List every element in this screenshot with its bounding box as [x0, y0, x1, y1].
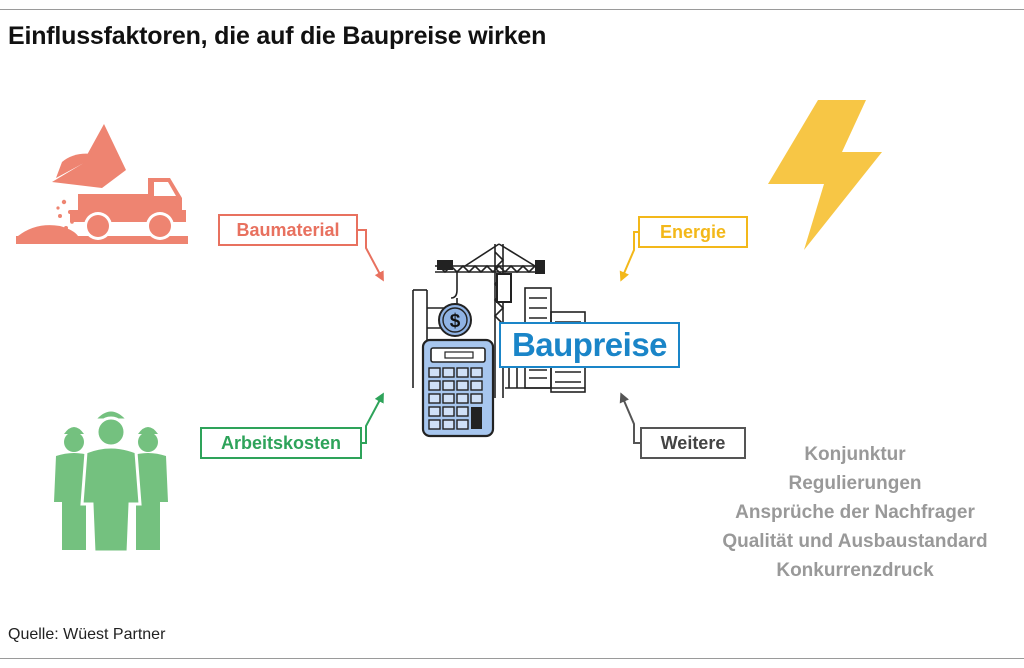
workers-icon	[54, 408, 168, 554]
diagram-title: Einflussfaktoren, die auf die Baupreise …	[8, 22, 547, 50]
dollar-symbol: $	[450, 311, 461, 332]
other-factor-item: Konjunktur	[804, 444, 906, 465]
lightning-bolt-icon	[768, 100, 882, 250]
factor-weitere-label: Weitere	[640, 427, 746, 459]
other-factors-list: Konjunktur Regulierungen Ansprüche der N…	[700, 440, 1010, 585]
factor-baumaterial-label: Baumaterial	[218, 214, 358, 246]
other-factor-item: Qualität und Ausbaustandard	[722, 531, 988, 552]
source-note: Quelle: Wüest Partner	[8, 626, 166, 643]
dump-truck-icon	[16, 124, 188, 244]
dollar-coin-symbol: $	[450, 311, 461, 332]
factor-energie-label: Energie	[638, 216, 748, 248]
arrow-arbeitskosten	[362, 392, 384, 444]
arrow-energie	[619, 231, 638, 282]
arrow-baumaterial	[358, 229, 384, 282]
top-rule	[0, 9, 1024, 10]
bottom-rule	[0, 658, 1024, 659]
other-factor-item: Konkurrenzdruck	[776, 560, 934, 581]
center-label-box: Baupreise	[499, 322, 680, 368]
factor-arbeitskosten-label: Arbeitskosten	[200, 427, 362, 459]
arrow-weitere	[619, 392, 640, 444]
other-factor-item: Ansprüche der Nachfrager	[735, 502, 975, 523]
other-factor-item: Regulierungen	[788, 473, 922, 494]
